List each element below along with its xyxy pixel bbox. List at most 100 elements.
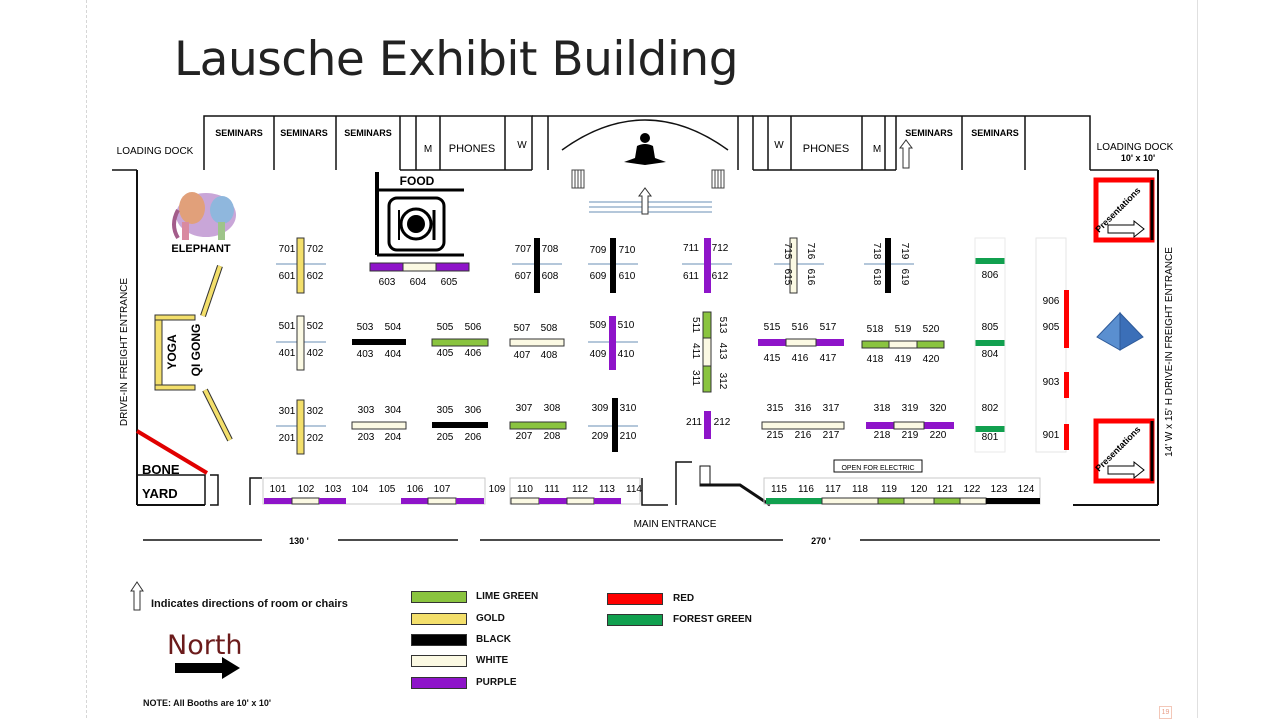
dimension-130: 130 ' [289,536,309,546]
booth-label: 402 [307,348,324,359]
island-301 [276,399,326,455]
loading-dock-size: 10' x 10' [1121,153,1155,163]
booth-label: 306 [465,405,482,416]
booth-strip-110 [510,497,540,505]
booth-strip-106 [401,498,428,504]
island-711 [682,238,732,293]
north-label: North [167,630,243,661]
booth-label: 801 [982,432,999,443]
top-rooms [112,115,1158,171]
booth-labels: 701 702 601 602 603 604 605 707 708 607 … [279,243,1060,444]
booth-label: 114 [626,484,642,495]
booth-label: 516 [792,322,809,333]
booth-label: 309 [592,403,609,414]
booth-label: 113 [599,484,615,495]
booth-label: 307 [516,403,533,414]
legend-swatch-red [607,593,663,605]
booth-label: 312 [717,373,728,390]
booth-label: 417 [820,353,837,364]
presentations-room-top: Presentations [1093,177,1155,243]
booth-label: 710 [619,245,636,256]
island-715 [774,237,824,294]
booth-size-note: NOTE: All Booths are 10' x 10' [143,698,271,708]
booth-label: 217 [823,430,840,441]
booth-label: 515 [764,322,781,333]
booth-label: 504 [385,322,402,333]
legend-swatch-forest-green [607,614,663,626]
booth-label: 719 [899,243,910,260]
booth-label: 605 [441,277,458,288]
booth-label: 805 [982,322,999,333]
booth-label: 603 [379,277,396,288]
booth-strip-119 [877,497,905,505]
booth-label: 303 [358,405,375,416]
booth-label: 208 [544,431,561,442]
booth-label: 802 [982,403,999,414]
booth-label: 407 [514,350,531,361]
booth-label: 109 [489,484,506,495]
booth-label: 604 [410,277,427,288]
booth-label: 215 [767,430,784,441]
booth-strip-111 [539,498,567,504]
restroom-m-right: M [873,144,881,155]
legend-label: RED [673,593,695,604]
island-709 [588,238,638,293]
bone-label: BONE [142,462,180,477]
booth-label: 310 [620,403,637,414]
yard-label: YARD [142,486,178,501]
booth-label: 509 [590,320,607,331]
booth-label: 616 [805,269,816,286]
page-number: 19 [1159,706,1172,719]
booth-label: 517 [820,322,837,333]
booth-label: 905 [1043,322,1060,333]
booth-label: 420 [923,354,940,365]
presentations-room-bottom: Presentations [1093,418,1155,484]
booth-label: 502 [307,321,324,332]
booth-islands [276,237,1069,455]
phones-right: PHONES [803,143,849,155]
booth-label: 111 [544,484,560,495]
direction-arrow-icon [130,581,144,611]
island-718 [864,238,914,293]
booth-label: 707 [515,244,532,255]
seminar-label-3: SEMINARS [344,128,392,138]
right-margin [1196,0,1280,720]
meditation-icon [624,133,666,165]
island-707 [512,238,562,293]
elephant-label: ELEPHANT [171,243,231,255]
booth-strip-102 [291,497,320,505]
booth-label: 124 [1018,484,1035,495]
booth-label: 106 [407,484,424,495]
booth-label: 718 [871,243,882,260]
booth-label: 122 [964,484,981,495]
legend-label: BLACK [476,634,511,645]
booth-label: 513 [717,317,728,334]
booth-strip-117 [821,497,879,505]
booth-label: 411 [690,343,701,359]
booth-label: 409 [590,349,607,360]
booth-strip-804 [975,340,1005,346]
legend-swatch-purple [411,677,467,689]
booth-label: 107 [434,484,451,495]
booth-label: 207 [516,431,533,442]
booth-label: 709 [590,245,607,256]
phones-left: PHONES [449,143,495,155]
booth-label: 112 [572,484,588,495]
legend-label: LIME GREEN [476,591,539,602]
bottom-row: OPEN FOR ELECTRIC [249,459,1041,507]
seminar-label-4: SEMINARS [905,128,953,138]
booth-label: 804 [982,349,999,360]
arrow-right-icon [1107,460,1145,480]
outer-walls [136,170,1159,506]
left-margin [0,0,86,720]
booth-strip-319 [893,421,925,430]
booth-label: 406 [465,348,482,359]
booth-label: 903 [1043,377,1060,388]
legend-label: PURPLE [476,677,517,688]
direction-arrow-icon [638,139,913,215]
booth-label: 419 [895,354,912,365]
booth-label: 203 [358,432,375,443]
booth-label: 708 [542,244,559,255]
booth-strip-516 [785,338,817,347]
booth-strip-307 [509,421,567,430]
